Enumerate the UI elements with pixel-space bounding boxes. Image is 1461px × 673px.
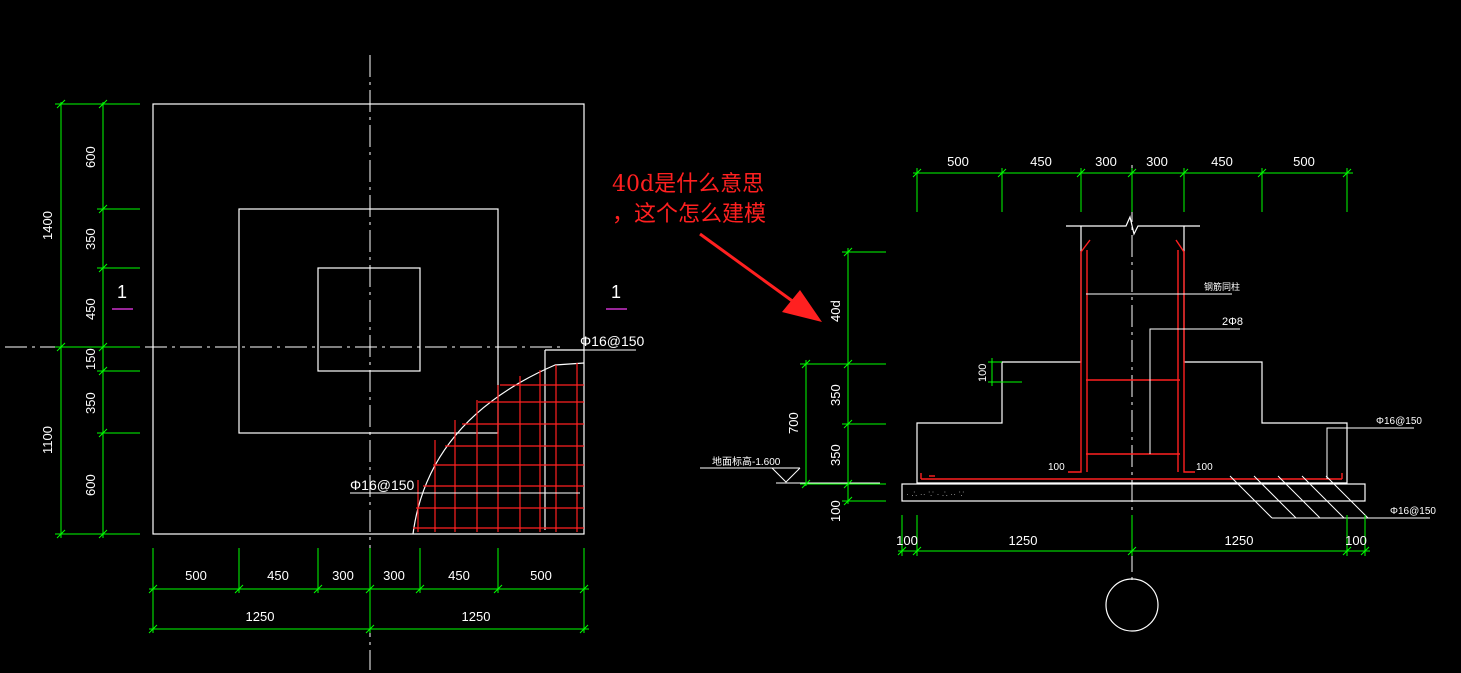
svg-text:350: 350	[828, 384, 843, 406]
section-pad-hatch: · ∴ ·· ∵ · ∴ ·· ∵	[906, 489, 965, 499]
plan-bottom-dimensions	[148, 548, 589, 634]
plan-rebar-quarter	[412, 349, 585, 535]
section-right-rebar-leader	[1326, 427, 1414, 479]
section-bottom-dimensions	[897, 515, 1370, 556]
section-rebar	[920, 239, 1343, 480]
section-step-dim	[988, 358, 1022, 386]
svg-text:1250: 1250	[462, 609, 491, 624]
section-right-rebar-label: Φ16@150	[1376, 416, 1422, 427]
plan-middle-step	[238, 208, 499, 434]
section-bottom-rebar-leaders	[1229, 475, 1430, 519]
question-annotation: 40d是什么意思 ，这个怎么建模	[612, 170, 766, 230]
section-hook-right: 100	[1196, 462, 1213, 473]
svg-text:300: 300	[1095, 154, 1117, 169]
plan-bottom-dim-text: 500 450 300 300 450 500 1250 1250	[185, 568, 552, 624]
annotation-arrow	[699, 232, 822, 322]
svg-text:450: 450	[1030, 154, 1052, 169]
svg-text:450: 450	[1211, 154, 1233, 169]
section-ground-level: 地面标高-1.600	[700, 455, 880, 484]
svg-text:450: 450	[448, 568, 470, 583]
svg-text:450: 450	[83, 298, 98, 320]
svg-text:1400: 1400	[40, 211, 55, 240]
question-line-1: 40d是什么意思	[612, 172, 765, 197]
svg-text:350: 350	[828, 444, 843, 466]
question-line-2: ，这个怎么建模	[612, 202, 767, 227]
section-hook-left: 100	[1048, 462, 1065, 473]
plan-view: Φ16@150 Φ16@150 1 1 1400 60	[5, 55, 645, 670]
svg-text:350: 350	[83, 392, 98, 414]
svg-text:600: 600	[83, 146, 98, 168]
svg-text:500: 500	[1293, 154, 1315, 169]
plan-left-dim-text: 1400 600 350 450 150 350 600 1100	[40, 146, 98, 496]
section-stirrup-label: 2Φ8	[1222, 316, 1243, 328]
svg-text:地面标高-1.600: 地面标高-1.600	[712, 455, 781, 468]
section-column-note: 钢筋同柱	[1204, 281, 1240, 292]
plan-column	[317, 267, 421, 372]
plan-left-dimensions	[55, 99, 140, 539]
svg-text:1250: 1250	[246, 609, 275, 624]
svg-text:700: 700	[786, 412, 801, 434]
plan-section-mark-left: 1	[112, 282, 133, 310]
svg-text:1250: 1250	[1225, 533, 1254, 548]
plan-outer-outline	[152, 103, 585, 535]
section-stirrup-leader	[1149, 328, 1240, 454]
svg-text:150: 150	[83, 348, 98, 370]
svg-text:1: 1	[611, 282, 621, 302]
svg-text:450: 450	[267, 568, 289, 583]
section-footing-outline	[916, 226, 1348, 484]
svg-text:350: 350	[83, 228, 98, 250]
plan-rebar-label-inner: Φ16@150	[350, 477, 415, 493]
plan-rebar-label-top: Φ16@150	[580, 333, 645, 349]
svg-text:500: 500	[947, 154, 969, 169]
svg-text:300: 300	[383, 568, 405, 583]
svg-text:300: 300	[332, 568, 354, 583]
svg-text:1250: 1250	[1009, 533, 1038, 548]
section-column-break	[1066, 215, 1200, 236]
section-axis-bubble	[1105, 578, 1159, 632]
section-left-dim-text: 40d 350 350 700 100	[786, 300, 843, 522]
plan-section-mark-right: 1	[606, 282, 627, 310]
section-cushion-pad	[901, 483, 1366, 502]
section-step-dim-text: 100	[977, 364, 989, 382]
section-view: · ∴ ·· ∵ · ∴ ·· ∵ 钢筋同柱 2Φ8 Φ16@150	[700, 154, 1436, 632]
svg-text:1100: 1100	[40, 426, 55, 454]
anchor-length-label: 40d	[828, 300, 843, 322]
section-left-dimensions	[800, 247, 886, 506]
svg-text:600: 600	[83, 474, 98, 496]
section-top-dim-text: 500 450 300 300 450 500	[947, 154, 1315, 169]
section-top-dimensions	[912, 168, 1353, 212]
svg-text:500: 500	[530, 568, 552, 583]
svg-text:100: 100	[1345, 533, 1367, 548]
svg-text:300: 300	[1146, 154, 1168, 169]
svg-text:100: 100	[828, 500, 843, 522]
section-bottom-rebar-label: Φ16@150	[1390, 506, 1436, 517]
svg-text:1: 1	[117, 282, 127, 302]
svg-text:500: 500	[185, 568, 207, 583]
svg-text:100: 100	[896, 533, 918, 548]
section-bottom-dim-text: 100 1250 1250 100	[896, 533, 1367, 548]
